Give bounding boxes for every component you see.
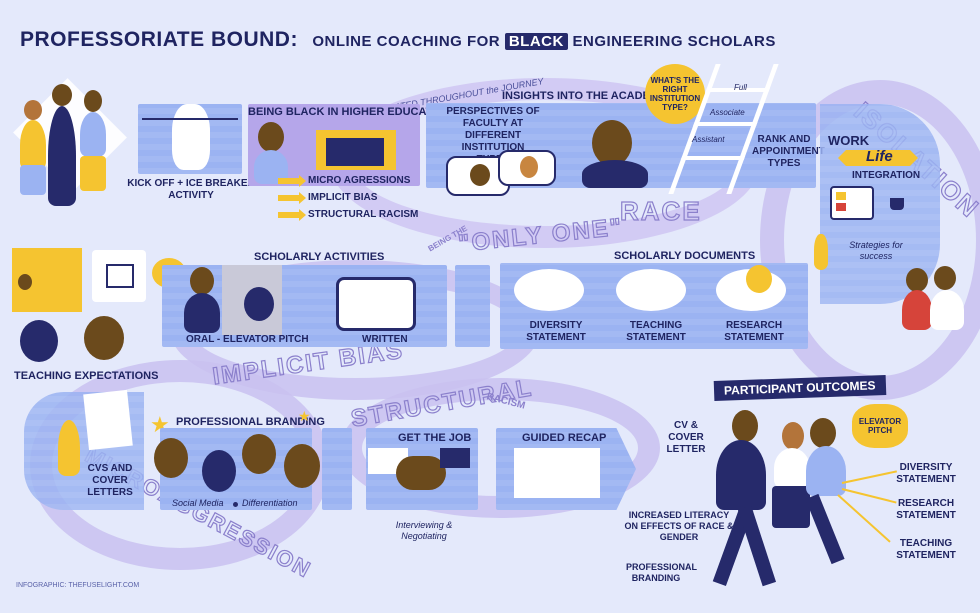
scholarly-documents-heading: SCHOLARLY DOCUMENTS xyxy=(614,250,756,262)
highlight-black: BLACK xyxy=(504,33,568,50)
scholarly-documents-panel xyxy=(500,263,808,349)
student-portrait xyxy=(20,320,58,362)
credit-text: INFOGRAPHIC: THEFUSELIGHT.COM xyxy=(16,582,140,589)
arrow-icon xyxy=(278,209,306,221)
elevator-pitch-bubble: ELEVATOR PITCH xyxy=(852,404,908,448)
title-main: PROFESSORIATE BOUND: xyxy=(20,28,298,51)
lecture-icon xyxy=(616,269,686,311)
outcome-diversity: DIVERSITY STATEMENT xyxy=(896,462,956,485)
life-label: Life xyxy=(866,148,893,165)
branding-social-media: Social Media xyxy=(172,498,224,508)
kickoff-label: KICK OFF + ICE BREAKER ACTIVITY xyxy=(127,178,255,201)
faculty-portrait xyxy=(592,120,632,166)
outcome-teaching: TEACHING STATEMENT xyxy=(896,538,956,561)
work-label: WORK xyxy=(828,133,870,148)
kickoff-panel xyxy=(138,104,242,174)
ladder-rung-assistant: Assistant xyxy=(692,135,725,144)
video-call-card xyxy=(498,150,556,186)
recap-heading: GUIDED RECAP xyxy=(522,432,607,444)
whiteboard-icon xyxy=(514,448,600,498)
doc-teaching: TEACHING STATEMENT xyxy=(626,320,686,343)
strategies-label: Strategies for success xyxy=(849,240,903,261)
doc-diversity: DIVERSITY STATEMENT xyxy=(526,320,586,343)
branding-panel xyxy=(154,428,320,510)
friends-illustration xyxy=(906,268,928,292)
runner-illustration xyxy=(814,234,828,270)
handshake-icon xyxy=(396,456,446,490)
cvs-label: CVs AND COVER LETTERS xyxy=(87,463,133,498)
raised-hands-icon xyxy=(514,269,584,311)
laptop-icon xyxy=(336,277,416,331)
being-black-item: IMPLICIT BIAS xyxy=(308,192,378,203)
theme-race: RACE xyxy=(619,195,702,226)
cv-document-icon xyxy=(83,389,133,451)
title-subtitle: ONLINE COACHING FOR BLACK ENGINEERING SC… xyxy=(312,33,776,50)
life-arrow-icon xyxy=(838,150,918,166)
arrow-icon xyxy=(278,175,306,187)
being-black-item: MICRO AGRESSIONS xyxy=(308,175,411,186)
get-job-panel xyxy=(366,428,478,510)
outcome-branding: PROFESSIONAL BRANDING xyxy=(626,562,698,583)
graduates-illustration xyxy=(706,410,856,600)
classroom-illustration xyxy=(12,248,82,312)
lightbulb-icon xyxy=(716,265,786,311)
student-portrait xyxy=(84,316,124,360)
ladder-rung-full: Full xyxy=(734,83,747,92)
person-holding-cv xyxy=(58,420,80,476)
institution-question-bubble: WHAT'S THE RIGHT INSTITUTION TYPE? xyxy=(645,64,705,124)
outcome-literacy: INCREASED LITERACY ON EFFECTS OF RACE & … xyxy=(624,510,734,542)
being-black-item: STRUCTURAL RACISM xyxy=(308,209,419,220)
being-black-heading: BEING BLACK in HIGHER EDUCATION xyxy=(248,106,452,118)
page-title: PROFESSORIATE BOUND: ONLINE COACHING FOR… xyxy=(20,28,776,52)
scholarly-activities-heading: SCHOLARLY ACTIVITIES xyxy=(254,251,385,263)
students-illustration xyxy=(6,70,136,210)
recap-panel xyxy=(496,428,636,510)
coffee-cup-icon xyxy=(890,198,904,210)
written-label: WRITTEN xyxy=(362,334,408,345)
laptop-icon xyxy=(830,186,874,220)
teaching-expectations-label: TEACHING EXPECTATIONS xyxy=(14,370,159,382)
academy-heading: INSIGHTS INTO THE ACADEMY xyxy=(502,90,667,102)
branding-differentiation: Differentiation xyxy=(242,498,298,508)
get-job-caption: Interviewing & Negotiating xyxy=(395,520,453,541)
iceberg-icon xyxy=(172,104,210,170)
outcome-research: RESEARCH STATEMENT xyxy=(896,498,956,521)
bullet-icon xyxy=(233,502,238,507)
integration-label: INTEGRATION xyxy=(852,170,921,181)
oral-pitch-label: ORAL - ELEVATOR PITCH xyxy=(186,334,309,345)
star-icon: ★ xyxy=(298,408,311,424)
outcome-cv: CV & COVER LETTER xyxy=(666,420,706,455)
university-building-icon xyxy=(326,138,384,166)
doc-research: RESEARCH STATEMENT xyxy=(724,320,784,343)
scholarly-activities-panel xyxy=(162,265,447,347)
get-job-heading: GET THE JOB xyxy=(398,432,472,444)
schedule-card-icon xyxy=(92,250,146,302)
ladder-rung-associate: Associate xyxy=(710,108,745,117)
arrow-icon xyxy=(278,192,306,204)
rank-appointment-label: RANK AND APPOINTMENT TYPES xyxy=(752,134,825,169)
branding-heading: PROFESSIONAL BRANDING xyxy=(176,416,325,428)
